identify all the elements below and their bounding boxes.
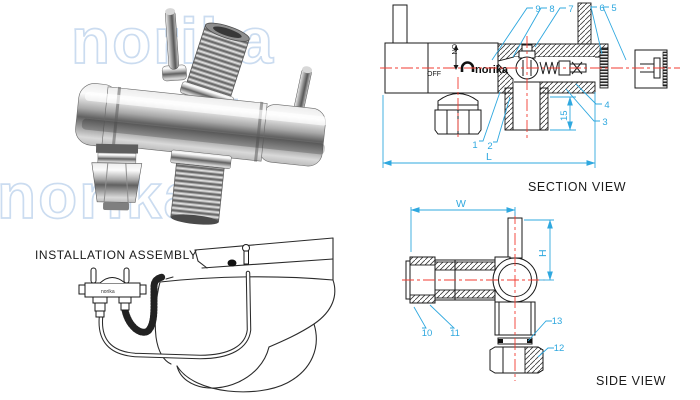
wall-connector: [634, 49, 668, 89]
installation-assembly: INSTALLATION ASSEMBLY: [35, 237, 336, 393]
callout-13: 13: [552, 316, 563, 327]
product-photo: norika norika norika: [0, 4, 328, 233]
dim-L: L: [486, 151, 492, 163]
callout-11: 11: [450, 328, 460, 339]
section-callouts: 9 8 7 6 5 4 3 1 2: [472, 3, 627, 152]
dim-H: H: [537, 249, 549, 257]
callout-9: 9: [535, 4, 540, 15]
valve-handle-left: [161, 8, 187, 82]
callout-4: 4: [604, 100, 609, 111]
side-drawing: [402, 212, 545, 381]
valve-outlet-left: [91, 143, 143, 211]
callout-1: 1: [472, 140, 477, 151]
installation-valve: norika: [78, 267, 147, 318]
section-dimensions: 15 L: [382, 92, 596, 168]
callout-2: 2: [487, 141, 492, 152]
callout-12: 12: [554, 343, 565, 354]
callout-5: 5: [611, 3, 616, 14]
brand-text: norika: [475, 64, 509, 76]
valve-photo: [75, 8, 328, 225]
toilet-drawing: norika: [78, 237, 336, 393]
callout-10: 10: [422, 328, 433, 339]
callout-7: 7: [568, 4, 573, 15]
installation-title: INSTALLATION ASSEMBLY: [35, 248, 198, 262]
installation-brand: norika: [101, 289, 115, 295]
callout-6: 6: [599, 3, 604, 14]
side-view-title: SIDE VIEW: [596, 374, 666, 388]
braided-hose: [121, 273, 167, 336]
dim-W: W: [456, 198, 466, 210]
on-label: ON: [450, 44, 457, 55]
section-drawing: ON OFF norika: [380, 2, 680, 140]
valve-outlet-center: [170, 149, 232, 225]
callout-8: 8: [549, 4, 554, 15]
section-view: ON OFF norika 15 L: [380, 2, 680, 194]
side-dimensions: W H: [410, 198, 554, 281]
side-view: W H 10 11 13 12 SIDE VIEW: [402, 198, 666, 388]
off-label: OFF: [427, 71, 441, 78]
callout-3: 3: [602, 117, 607, 128]
section-view-title: SECTION VIEW: [528, 180, 626, 194]
side-callouts: 10 11 13 12: [413, 304, 565, 358]
valve-body: [75, 83, 328, 167]
dim-15: 15: [559, 110, 570, 121]
